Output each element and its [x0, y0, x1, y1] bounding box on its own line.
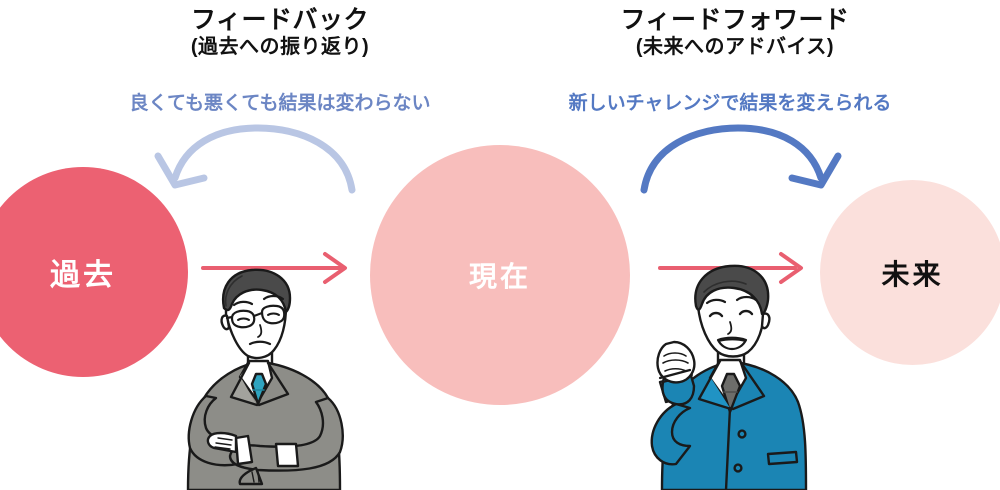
motivated-businessman-illustration: [650, 264, 808, 490]
straight-arrow-past-to-present-icon: [201, 252, 347, 284]
title-feedback-sub: (過去への振り返り): [190, 35, 370, 58]
title-feedforward: フィードフォワード (未来へのアドバイス): [585, 6, 885, 59]
node-future-label: 未来: [881, 258, 944, 290]
node-past: 過去: [0, 167, 188, 377]
title-feedforward-sub: (未来へのアドバイス): [635, 35, 835, 58]
title-feedforward-main: フィードフォワード: [620, 6, 850, 34]
title-feedback: フィードバック (過去への振り返り): [130, 6, 430, 59]
node-present: 現在: [370, 145, 630, 405]
node-present-label: 現在: [468, 261, 531, 292]
title-feedback-main: フィードバック: [190, 6, 369, 34]
curved-arrow-backward-icon: [154, 124, 356, 194]
node-past-label: 過去: [50, 259, 116, 292]
caption-feedforward: 新しいチャレンジで結果を変えられる: [568, 93, 892, 114]
caption-feedback: 良くても悪くても結果は変わらない: [129, 93, 431, 114]
skeptical-businessman-illustration: [186, 268, 344, 490]
curved-arrow-forward-icon: [640, 124, 842, 194]
node-future: 未来: [820, 180, 1000, 365]
